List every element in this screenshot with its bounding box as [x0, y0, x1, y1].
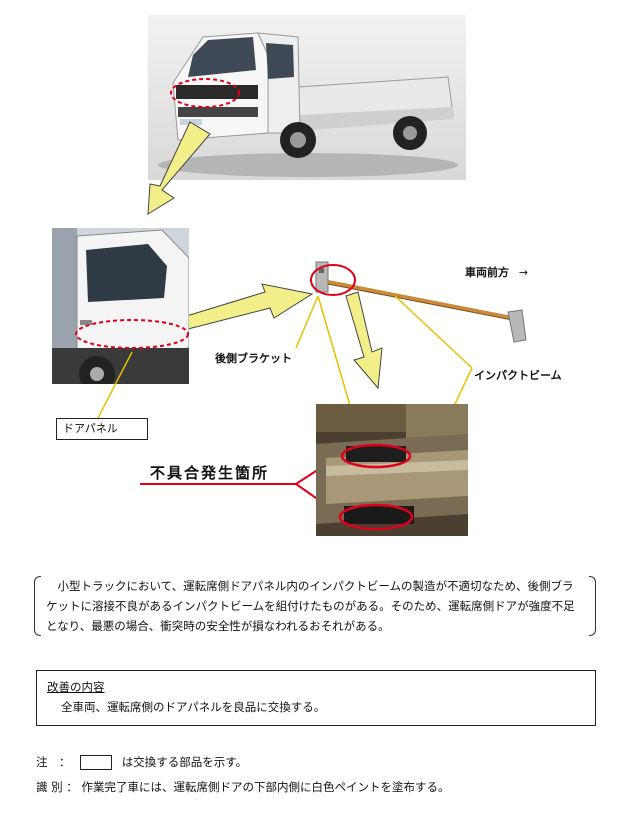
- vehicle-front-text: 車両前方: [465, 266, 509, 279]
- vehicle-front-label: 車両前方 →: [465, 264, 528, 280]
- defect-closeup-photo: [316, 404, 468, 536]
- identification-line: 識 別 ： 作業完了車には、運転席側ドアの下部内側に白色ペイントを塗布する。: [36, 779, 449, 795]
- improvement-text: 全車両、運転席側のドアパネルを良品に交換する。: [47, 699, 585, 715]
- identification-label: 識 別 ：: [36, 780, 78, 794]
- note-line: 注 ： は交換する部品を示す。: [36, 754, 247, 770]
- identification-text: 作業完了車には、運転席側ドアの下部内側に白色ペイントを塗布する。: [81, 780, 449, 794]
- note-text: は交換する部品を示す。: [122, 755, 247, 769]
- replacement-part-box-icon: [80, 755, 112, 770]
- note-label: 注 ：: [36, 755, 71, 769]
- vehicle-front-arrow: →: [519, 266, 528, 279]
- defect-location-label: 不具合発生箇所: [150, 462, 269, 483]
- impact-beam-label: インパクトビーム: [474, 367, 562, 383]
- improvement-box: 改善の内容 全車両、運転席側のドアパネルを良品に交換する。: [36, 670, 596, 726]
- improvement-heading: 改善の内容: [47, 679, 585, 695]
- rear-bracket-label: 後側ブラケット: [215, 350, 292, 366]
- defect-description: 小型トラックにおいて、運転席側ドアパネル内のインパクトビームの製造が不適切なため…: [34, 576, 596, 636]
